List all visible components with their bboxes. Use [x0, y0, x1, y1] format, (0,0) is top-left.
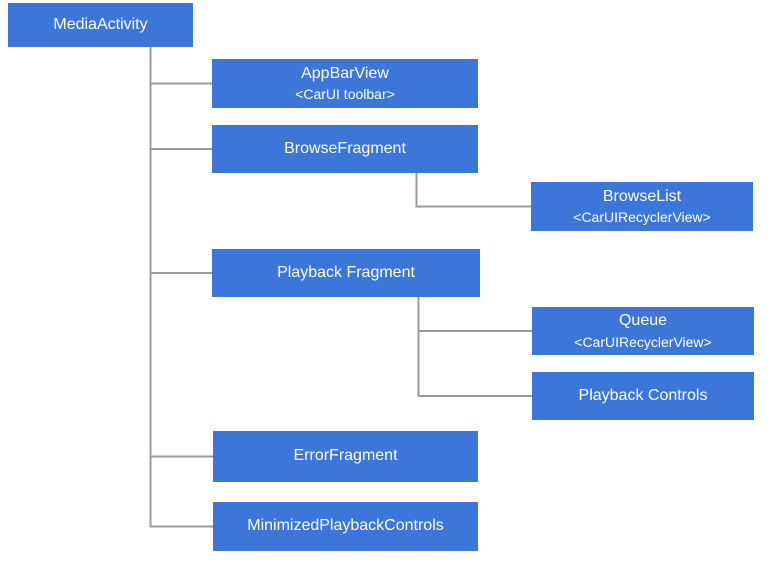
- node-browse-fragment: BrowseFragment: [212, 125, 478, 173]
- node-minimized-playback-controls-label: MinimizedPlaybackControls: [247, 517, 444, 535]
- node-app-bar-view: AppBarView <CarUI toolbar>: [212, 59, 478, 108]
- node-browse-list-label: BrowseList: [602, 187, 682, 205]
- node-playback-controls: Playback Controls: [532, 372, 754, 420]
- node-minimized-playback-controls: MinimizedPlaybackControls: [213, 502, 478, 551]
- node-media-activity-label: MediaActivity: [53, 15, 148, 33]
- node-error-fragment-label: ErrorFragment: [293, 447, 398, 465]
- node-media-activity: MediaActivity: [8, 3, 193, 47]
- node-queue-sublabel: <CarUIRecyclerView>: [574, 333, 712, 350]
- connector-browsefragment-browselist: [415, 173, 531, 208]
- node-playback-fragment-label: Playback Fragment: [277, 263, 415, 281]
- node-queue: Queue <CarUIRecyclerView>: [532, 307, 754, 355]
- node-playback-fragment: Playback Fragment: [212, 249, 480, 297]
- connector-mediaactivity-trunk: [149, 47, 213, 528]
- node-queue-label: Queue: [618, 312, 668, 329]
- node-app-bar-view-label: AppBarView: [301, 64, 389, 82]
- node-browse-list: BrowseList <CarUIRecyclerView>: [531, 182, 753, 231]
- node-error-fragment: ErrorFragment: [213, 431, 478, 482]
- node-browse-fragment-label: BrowseFragment: [284, 139, 406, 157]
- node-browse-list-sublabel: <CarUIRecyclerView>: [573, 209, 711, 226]
- node-playback-controls-label: Playback Controls: [578, 386, 708, 404]
- node-app-bar-view-sublabel: <CarUI toolbar>: [295, 86, 395, 103]
